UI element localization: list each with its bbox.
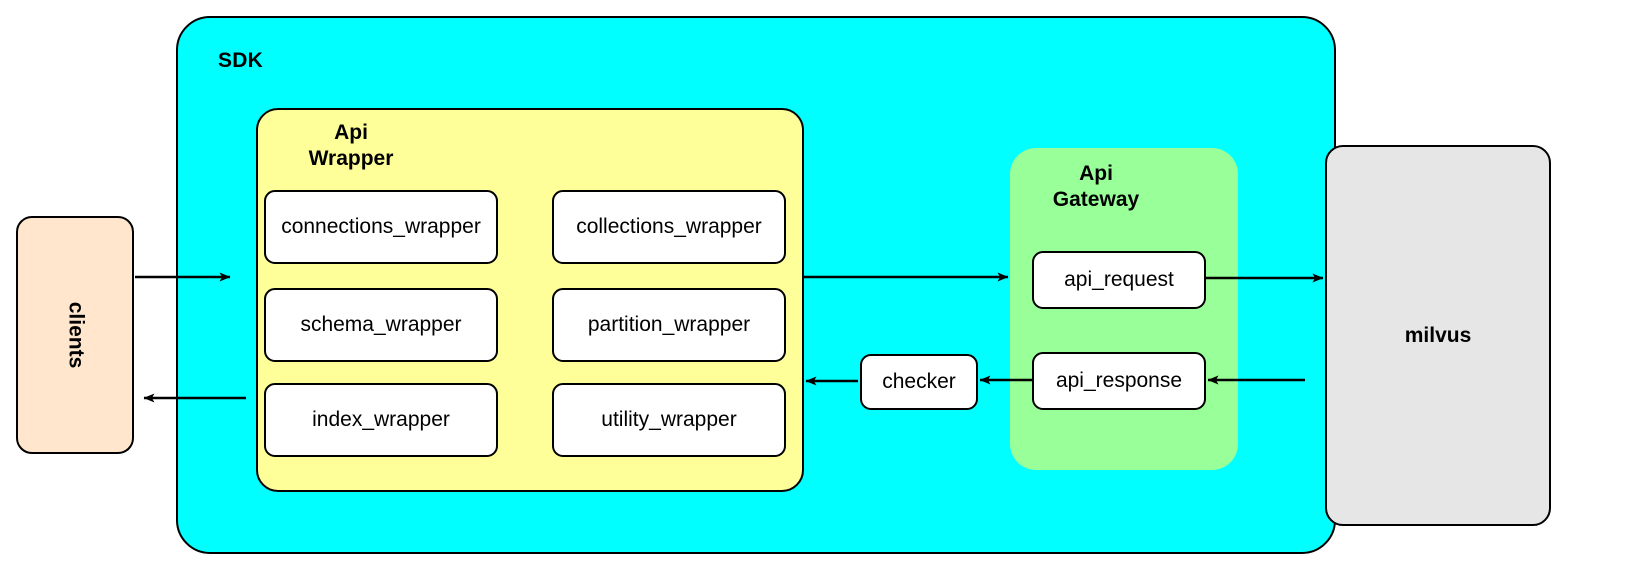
- node-clients[interactable]: clients: [16, 216, 134, 454]
- container-api-wrapper-label: Api Wrapper: [276, 120, 426, 172]
- node-index-wrapper[interactable]: index_wrapper: [264, 383, 498, 457]
- node-api-request[interactable]: api_request: [1032, 251, 1206, 309]
- node-connections-wrapper-label: connections_wrapper: [281, 215, 481, 238]
- node-api-response[interactable]: api_response: [1032, 352, 1206, 410]
- node-checker-label: checker: [882, 370, 956, 393]
- node-milvus[interactable]: milvus: [1325, 145, 1551, 526]
- container-api-gateway-label-line2: Gateway: [1052, 187, 1140, 211]
- container-api-gateway-label: Api Gateway: [1022, 161, 1170, 213]
- node-api-response-label: api_response: [1055, 369, 1183, 392]
- node-partition-wrapper-label: partition_wrapper: [587, 313, 751, 336]
- container-api-wrapper-label-line1: Api: [334, 121, 368, 144]
- node-collections-wrapper-label: collections_wrapper: [576, 215, 762, 238]
- node-connections-wrapper[interactable]: connections_wrapper: [264, 190, 498, 264]
- node-schema-wrapper-label: schema_wrapper: [300, 313, 462, 336]
- node-schema-wrapper[interactable]: schema_wrapper: [264, 288, 498, 362]
- container-api-wrapper-label-line2: Wrapper: [308, 146, 394, 170]
- node-partition-wrapper[interactable]: partition_wrapper: [552, 288, 786, 362]
- container-api-gateway-label-line1: Api: [1079, 162, 1113, 185]
- node-checker[interactable]: checker: [860, 354, 978, 410]
- node-api-request-label: api_request: [1064, 268, 1174, 291]
- node-index-wrapper-label: index_wrapper: [312, 408, 450, 431]
- node-milvus-label: milvus: [1404, 323, 1472, 347]
- container-api-gateway[interactable]: Api Gateway: [1010, 148, 1238, 470]
- node-collections-wrapper[interactable]: collections_wrapper: [552, 190, 786, 264]
- node-utility-wrapper[interactable]: utility_wrapper: [552, 383, 786, 457]
- node-clients-label: clients: [64, 301, 87, 369]
- container-sdk-label: SDK: [218, 49, 263, 72]
- node-utility-wrapper-label: utility_wrapper: [601, 408, 737, 431]
